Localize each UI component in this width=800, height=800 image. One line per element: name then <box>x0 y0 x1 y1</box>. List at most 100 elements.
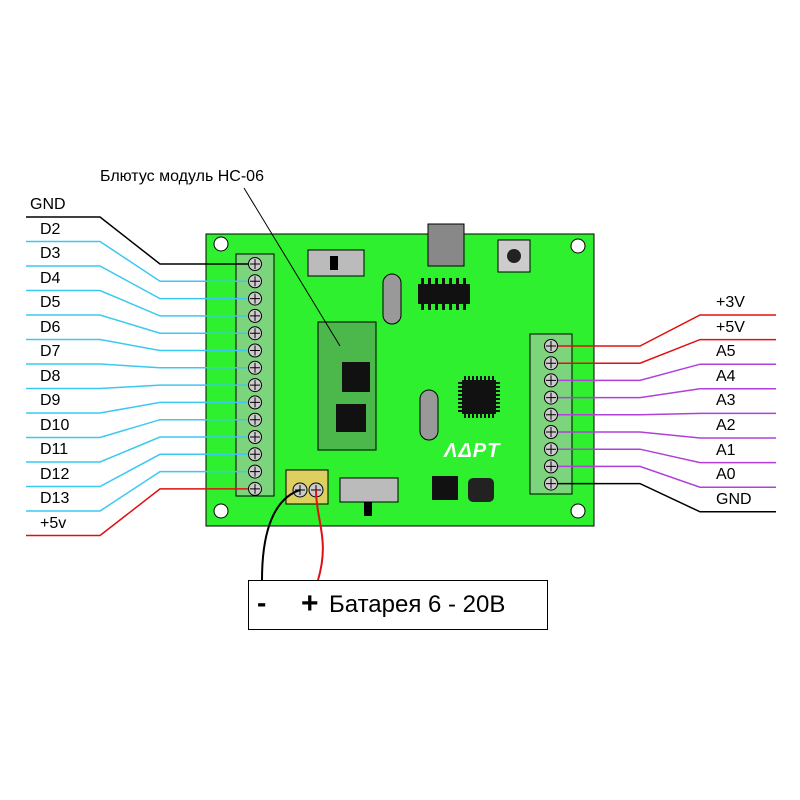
capacitor <box>468 478 494 502</box>
terminal-screw-cross <box>250 380 260 391</box>
mounting-hole <box>213 503 229 519</box>
terminal-screw-cross <box>250 259 260 269</box>
left-pin-label: D3 <box>40 245 61 262</box>
left-wire <box>26 363 255 369</box>
left-pin-label: D10 <box>40 416 70 434</box>
left-wire <box>26 453 255 488</box>
mcu-pin <box>496 398 500 400</box>
left-wire <box>26 401 255 414</box>
right-wire <box>551 314 776 347</box>
left-pin-label: D2 <box>40 220 61 238</box>
slide-switch-bottom-knob <box>364 502 372 516</box>
ic-pin <box>442 304 445 310</box>
terminal-screw-cross <box>250 449 260 460</box>
mcu-pin <box>464 376 466 380</box>
slide-switch-top-knob <box>330 256 338 270</box>
mcu-pin <box>458 394 462 396</box>
mcu-pin <box>496 406 500 408</box>
right-screws-group <box>544 339 558 491</box>
terminal-screw-cross <box>250 362 260 373</box>
mcu-pin <box>496 410 500 412</box>
mcu-pin <box>492 376 494 380</box>
left-pin-label: GND <box>30 196 66 213</box>
mcu-pin <box>472 376 474 380</box>
left-pin-label: D5 <box>40 294 61 311</box>
terminal-screw-cross <box>546 409 556 420</box>
mcu-pin <box>484 376 486 380</box>
crystal-oscillator <box>382 273 402 325</box>
mcu-pin <box>496 386 500 388</box>
right-pin-label: GND <box>716 490 752 508</box>
terminal-screw-cross <box>546 444 556 455</box>
left-wire <box>26 216 255 265</box>
terminal-screw-cross <box>250 466 260 477</box>
ic-pin <box>428 278 431 284</box>
left-wire <box>26 488 255 537</box>
bluetooth-chip <box>342 362 370 392</box>
terminal-screw-cross <box>546 392 556 403</box>
mcu-pin <box>464 414 466 418</box>
title-leader-line <box>243 187 341 347</box>
terminal-screw-cross <box>250 328 260 339</box>
board-logo: ΛΔΡΤ <box>444 440 501 462</box>
mcu-pin <box>458 398 462 400</box>
left-pin-label: D11 <box>40 441 69 458</box>
left-wire <box>26 338 255 352</box>
mcu-pin <box>488 376 490 380</box>
terminal-screw-cross <box>546 427 556 437</box>
left-wire <box>26 418 255 439</box>
right-pin-label: +3V <box>716 294 745 311</box>
mcu-pin <box>492 414 494 418</box>
ic-pin <box>456 278 459 284</box>
battery-minus-sign: - <box>257 587 267 618</box>
right-pin-label: A2 <box>716 417 736 434</box>
right-wire <box>551 363 776 382</box>
right-wires-group <box>551 314 776 513</box>
left-pin-label: D6 <box>40 318 61 336</box>
ic-pin <box>442 278 445 284</box>
ic-pin <box>421 278 424 284</box>
right-wire <box>551 412 776 416</box>
right-wire <box>551 465 776 488</box>
mcu-pin <box>496 402 500 404</box>
mcu-pin <box>480 376 482 380</box>
left-pin-label: D8 <box>40 367 61 385</box>
mcu-pin <box>458 410 462 412</box>
mounting-hole <box>570 238 586 254</box>
right-pin-label: A0 <box>716 466 736 484</box>
mcu-pin <box>476 414 478 418</box>
crystal-oscillator <box>419 389 439 441</box>
left-wire <box>26 240 255 283</box>
left-wire <box>26 470 255 512</box>
terminal-screw-cross <box>250 345 260 356</box>
bluetooth-module-label: Блютус модуль HC-06 <box>100 168 264 185</box>
left-pin-label: D4 <box>40 269 61 287</box>
mounting-hole <box>213 236 229 252</box>
mcu-pin <box>458 386 462 388</box>
right-pin-label: A3 <box>716 392 736 410</box>
mcu-pin <box>458 402 462 404</box>
ic-chip-top <box>418 284 470 304</box>
mcu-pin <box>480 414 482 418</box>
terminal-screw-cross <box>250 310 260 321</box>
terminal-screw-cross <box>546 375 556 386</box>
left-pin-label: D13 <box>40 490 70 507</box>
left-wire <box>26 265 255 300</box>
mcu-pin <box>496 382 500 384</box>
battery-wire-black <box>261 489 301 581</box>
ic-pin <box>421 304 424 310</box>
mcu-pin <box>458 406 462 408</box>
terminal-screw-cross <box>546 358 556 369</box>
ic-chip-small <box>432 476 458 500</box>
slide-switch-bottom <box>339 477 399 503</box>
mcu-pin <box>496 394 500 396</box>
right-pin-label: A4 <box>716 367 736 385</box>
terminal-screw-cross <box>250 397 260 408</box>
ic-pin <box>449 278 452 284</box>
right-pin-label: +5V <box>716 318 745 336</box>
ic-pin <box>428 304 431 310</box>
terminal-screw-cross <box>250 432 260 442</box>
left-screws-group <box>248 257 262 496</box>
mcu-pin <box>476 376 478 380</box>
